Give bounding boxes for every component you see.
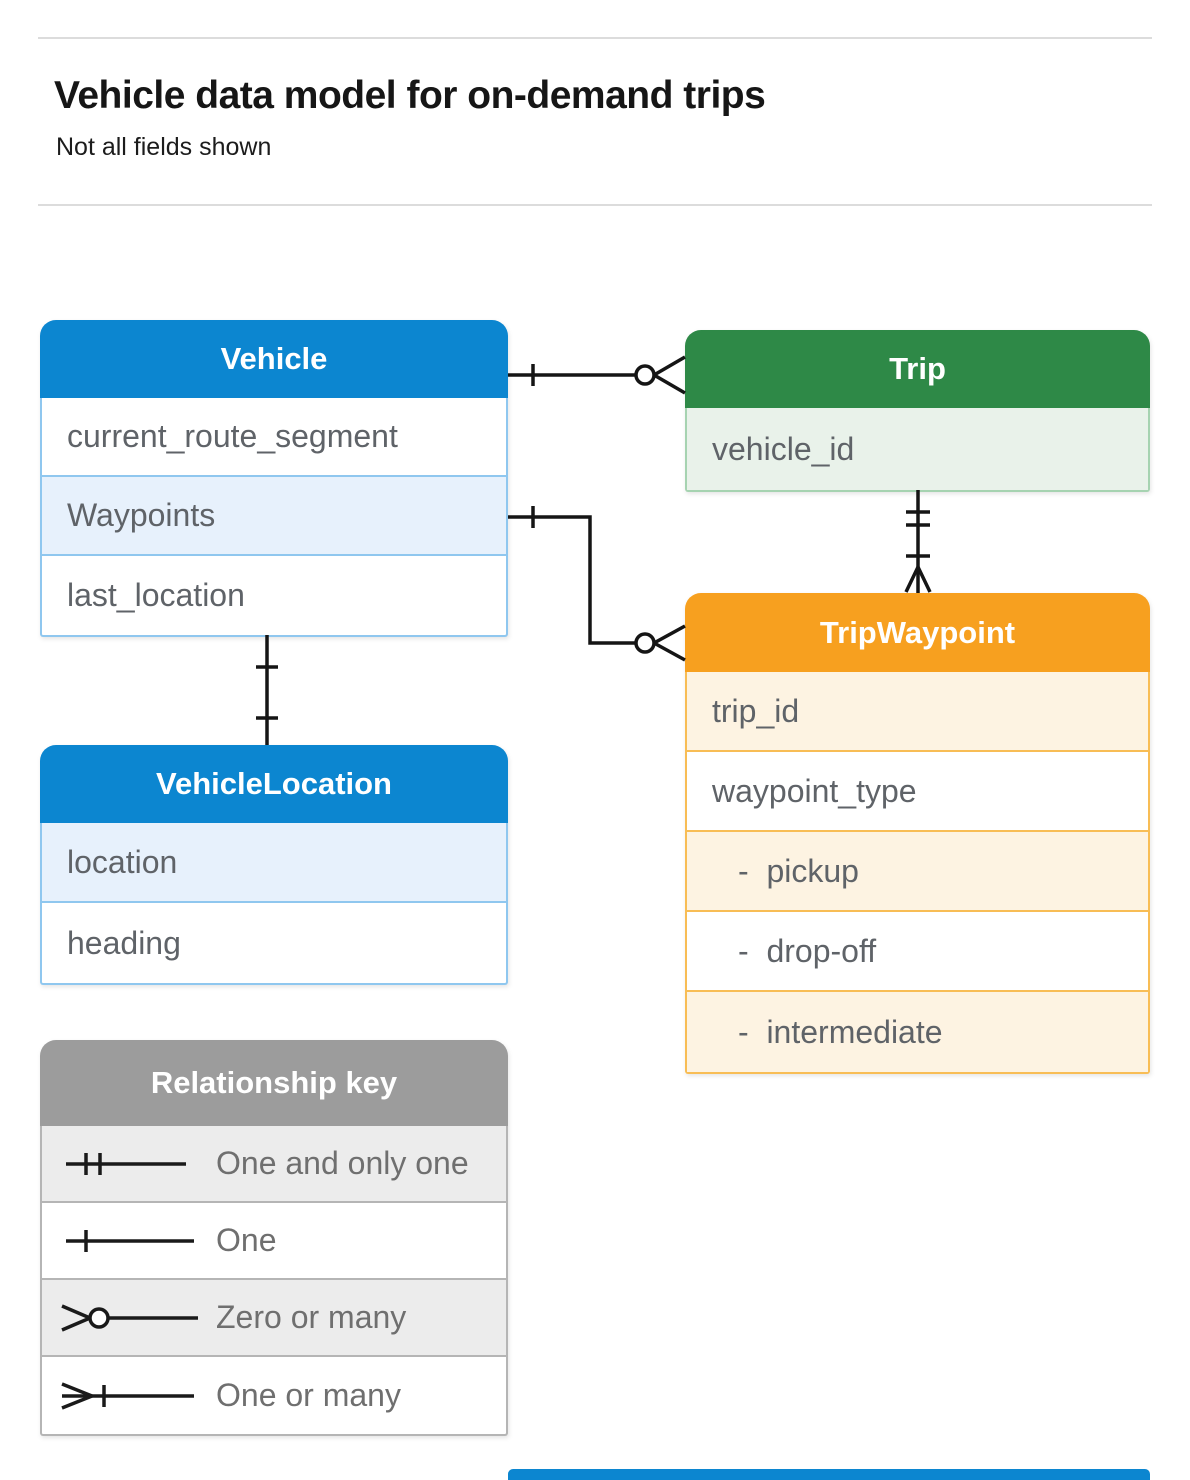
entity-trip-waypoint: TripWaypoint trip_id waypoint_type - pic… [685,593,1150,1074]
entity-vehicle-location: VehicleLocation location heading [40,745,508,985]
connector-trip-trip-waypoint [904,490,932,593]
field-row: - pickup [687,832,1148,912]
entity-body-trip-waypoint: trip_id waypoint_type - pickup - drop-of… [685,672,1150,1074]
crow-foot [653,355,686,395]
entity-header-trip: Trip [685,330,1150,408]
zero-circle [634,364,656,386]
page-title: Vehicle data model for on-demand trips [54,74,766,117]
legend-label: One [216,1222,277,1258]
field-row: waypoint_type [687,752,1148,832]
connector-vehicle-trip [508,355,686,395]
legend-label: One or many [216,1377,401,1413]
legend-row: One and only one [42,1126,506,1203]
crow-foot [904,566,932,593]
entity-body-vehicle-location: location heading [40,823,508,985]
field-row: Waypoints [42,477,506,556]
entity-body-vehicle: current_route_segment Waypoints last_loc… [40,398,508,637]
zero-or-many-icon [61,1303,198,1332]
entity-trip: Trip vehicle_id [685,330,1150,492]
zero-circle [634,632,656,654]
top-divider [38,37,1152,39]
relationship-key-header: Relationship key [40,1040,508,1126]
entity-header-trip-waypoint: TripWaypoint [685,593,1150,672]
entity-body-trip: vehicle_id [685,408,1150,492]
legend-label: One and only one [216,1145,469,1181]
field-row: last_location [67,577,245,613]
field-row: - drop-off [687,912,1148,992]
legend-row: Zero or many [42,1280,506,1357]
field-row: current_route_segment [42,398,506,477]
one-and-only-one-icon [66,1152,186,1175]
legend-row: One or many [42,1357,506,1434]
one-icon [66,1229,194,1252]
entity-vehicle: Vehicle current_route_segment Waypoints … [40,320,508,637]
field-row: - intermediate [687,992,1148,1072]
connector-waypoints-trip-waypoint [508,506,686,662]
one-or-many-icon [61,1381,194,1410]
entity-header-vehicle: Vehicle [40,320,508,398]
legend-label: Zero or many [216,1299,407,1335]
field-row: trip_id [687,672,1148,752]
crow-foot [653,624,686,662]
legend-row: One [42,1203,506,1280]
page-subtitle: Not all fields shown [56,133,272,161]
field-row: location [42,823,506,903]
field-row: vehicle_id [687,408,1148,490]
field-row: heading [67,924,181,961]
connector-vehicle-vehicle-location [256,635,278,745]
relationship-key: Relationship key One and only one One Ze… [40,1040,508,1436]
relationship-key-body: One and only one One Zero or many One or… [40,1126,508,1436]
title-divider [38,204,1152,206]
cropped-table-header [508,1469,1150,1480]
entity-header-vehicle-location: VehicleLocation [40,745,508,823]
